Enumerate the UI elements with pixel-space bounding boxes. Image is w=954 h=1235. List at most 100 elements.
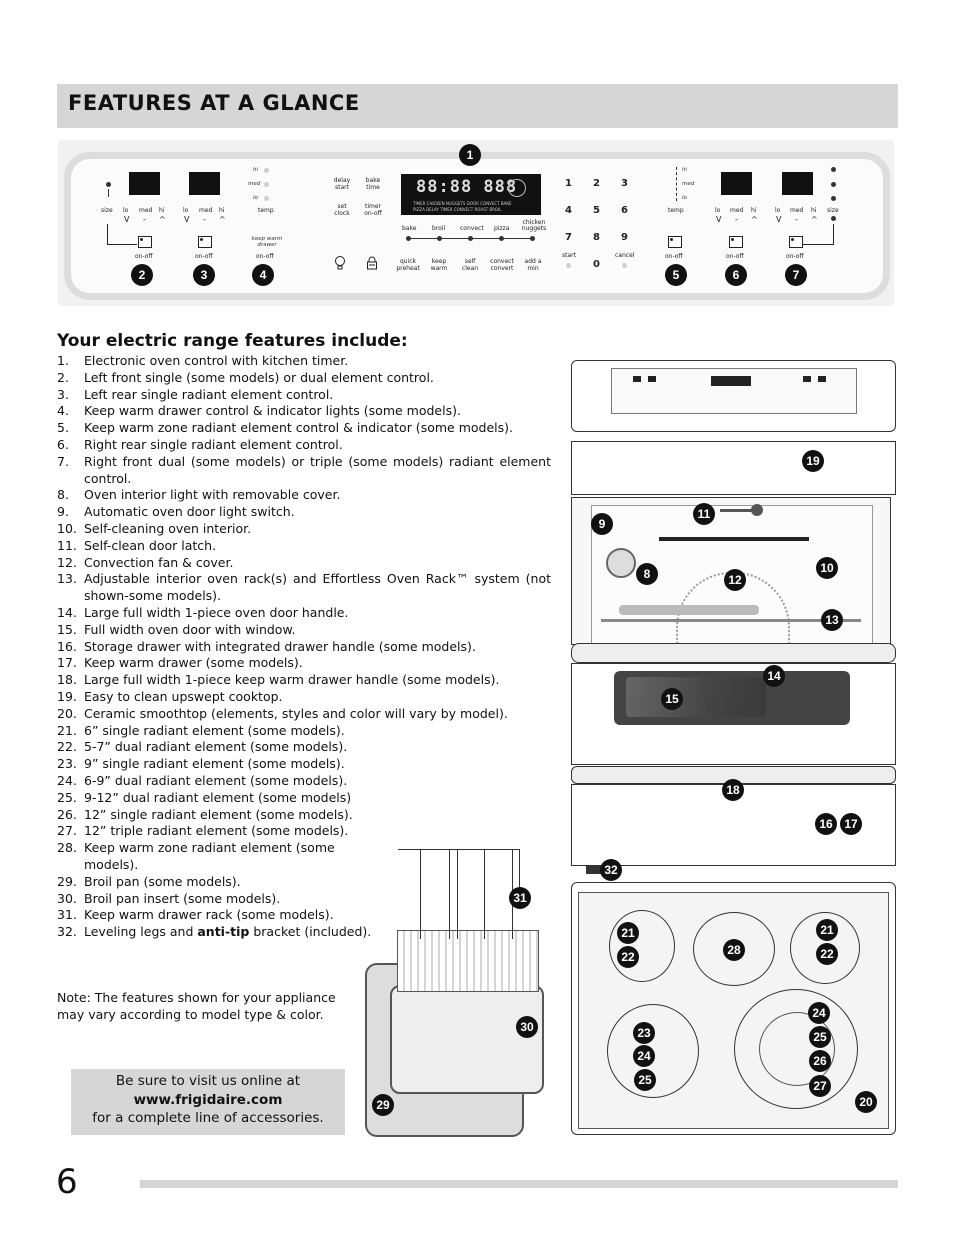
website-link[interactable]: www.frigidaire.com bbox=[133, 1091, 283, 1108]
promo-line: for a complete line of accessories. bbox=[92, 1110, 324, 1126]
callout-3: 3 bbox=[193, 264, 215, 286]
down-arrow: V bbox=[716, 215, 722, 224]
cancel-button[interactable]: cancel bbox=[615, 252, 635, 259]
list-item: 24.6-9” dual radiant element (some model… bbox=[57, 772, 348, 788]
mini-control-panel bbox=[611, 368, 857, 414]
list-item: 5.Keep warm zone radiant element control… bbox=[57, 420, 513, 436]
right-rear-on-off-button[interactable] bbox=[729, 236, 743, 248]
bake-time-button[interactable]: bake time bbox=[365, 177, 381, 191]
callout-29: 29 bbox=[372, 1094, 394, 1116]
list-item: 6.Right rear single radiant element cont… bbox=[57, 436, 343, 452]
convect-button[interactable]: convect bbox=[460, 225, 484, 232]
self-clean-button[interactable]: self clean bbox=[461, 258, 479, 272]
leader-line bbox=[484, 849, 485, 939]
keypad-9[interactable]: 9 bbox=[621, 232, 628, 243]
list-item: 19.Easy to clean upswept cooktop. bbox=[57, 688, 283, 704]
oven-light-icon[interactable] bbox=[334, 255, 346, 271]
mini-display bbox=[633, 376, 641, 382]
indicator-dot bbox=[831, 182, 836, 187]
mini-display bbox=[648, 376, 656, 382]
down-arrow: V bbox=[124, 215, 130, 224]
leader-line bbox=[398, 849, 520, 850]
window-reflection bbox=[626, 677, 766, 717]
keypad-0[interactable]: 0 bbox=[593, 259, 600, 270]
on-off-label: on-off bbox=[135, 253, 153, 260]
callout-22: 22 bbox=[816, 943, 838, 965]
display-indicators-line2: PIZZA DELAY TIMER CONVECT ROAST BROIL bbox=[413, 207, 502, 212]
set-clock-button[interactable]: set clock bbox=[334, 203, 350, 217]
mini-display bbox=[711, 376, 751, 386]
callout-11: 11 bbox=[693, 503, 715, 525]
list-item: 25.9-12” dual radiant element (some mode… bbox=[57, 789, 352, 805]
list-item: 2.Left front single (some models) or dua… bbox=[57, 369, 434, 385]
header-bar bbox=[57, 84, 898, 128]
callout-13: 13 bbox=[821, 609, 843, 631]
keypad-3[interactable]: 3 bbox=[621, 178, 628, 189]
callout-2: 2 bbox=[131, 264, 153, 286]
list-item: 18.Large full width 1-piece keep warm dr… bbox=[57, 672, 500, 688]
list-item: 21.6” single radiant element (some model… bbox=[57, 722, 345, 738]
right-front-display bbox=[782, 172, 813, 195]
up-arrow: ^ bbox=[159, 215, 166, 224]
callout-31: 31 bbox=[509, 887, 531, 909]
indicator-dot bbox=[831, 216, 836, 221]
lo-label: lo bbox=[682, 195, 687, 201]
list-item: 1.Electronic oven control with kitchen t… bbox=[57, 353, 349, 368]
list-item: 3.Left rear single radiant element contr… bbox=[57, 386, 334, 402]
list-item: 13.Adjustable interior oven rack(s) and … bbox=[57, 571, 551, 604]
up-arrow: ^ bbox=[219, 215, 226, 224]
convect-convert-button[interactable]: convect convert bbox=[490, 258, 514, 272]
callout-10: 10 bbox=[816, 557, 838, 579]
keep-warm-button[interactable]: keep warm bbox=[430, 258, 448, 272]
callout-25: 25 bbox=[634, 1069, 656, 1091]
broil-button[interactable]: broil bbox=[432, 225, 446, 232]
callout-30: 30 bbox=[516, 1016, 538, 1038]
list-item: 23.9” single radiant element (some model… bbox=[57, 756, 345, 772]
hi-label: hi bbox=[253, 167, 259, 173]
keypad-4[interactable]: 4 bbox=[565, 205, 572, 216]
callout-1: 1 bbox=[459, 144, 481, 166]
control-lock-icon[interactable] bbox=[366, 256, 378, 270]
keypad-2[interactable]: 2 bbox=[593, 178, 600, 189]
promo-box: Be sure to visit us online at www.frigid… bbox=[71, 1069, 345, 1135]
on-off-label: on-off bbox=[726, 253, 744, 260]
keep-warm-drawer-label: keep warm drawer bbox=[251, 236, 283, 248]
left-rear-display bbox=[189, 172, 220, 195]
chicken-nuggets-button[interactable]: chicken nuggets bbox=[521, 219, 547, 232]
callout-4: 4 bbox=[252, 264, 274, 286]
warm-indicator bbox=[264, 182, 269, 187]
keypad-6[interactable]: 6 bbox=[621, 205, 628, 216]
delay-start-button[interactable]: delay start bbox=[333, 177, 351, 191]
right-front-on-off-button[interactable] bbox=[789, 236, 803, 248]
start-indicator bbox=[566, 263, 571, 268]
leader-line bbox=[107, 244, 137, 245]
bake-button[interactable]: bake bbox=[402, 225, 417, 232]
keypad-5[interactable]: 5 bbox=[593, 205, 600, 216]
callout-24: 24 bbox=[633, 1045, 655, 1067]
callout-26: 26 bbox=[809, 1050, 831, 1072]
footer-bar bbox=[140, 1180, 898, 1188]
hi-label: hi bbox=[682, 167, 688, 173]
leader-line bbox=[457, 849, 458, 939]
callout-25: 25 bbox=[809, 1026, 831, 1048]
warm-zone-on-off-button[interactable] bbox=[668, 236, 682, 248]
timer-on-off-button[interactable]: timer on-off bbox=[364, 203, 382, 217]
quick-preheat-button[interactable]: quick preheat bbox=[396, 258, 420, 272]
callout-24: 24 bbox=[808, 1002, 830, 1024]
start-button[interactable]: start bbox=[562, 252, 576, 259]
warm-indicator bbox=[264, 196, 269, 201]
keypad-8[interactable]: 8 bbox=[593, 232, 600, 243]
lo-label: lo bbox=[123, 207, 129, 214]
keypad-1[interactable]: 1 bbox=[565, 178, 572, 189]
pizza-button[interactable]: pizza bbox=[494, 225, 510, 232]
add-a-min-button[interactable]: add a min bbox=[524, 258, 542, 272]
left-front-on-off-button[interactable] bbox=[138, 236, 152, 248]
list-item: 4.Keep warm drawer control & indicator l… bbox=[57, 403, 461, 419]
size-label: size bbox=[101, 207, 113, 214]
list-item: 7.Right front dual (some models) or trip… bbox=[57, 453, 551, 486]
page-number: 6 bbox=[56, 1162, 78, 1202]
keypad-7[interactable]: 7 bbox=[565, 232, 572, 243]
temp-label: temp bbox=[668, 207, 684, 214]
left-rear-on-off-button[interactable] bbox=[198, 236, 212, 248]
med-label: med bbox=[248, 181, 261, 187]
